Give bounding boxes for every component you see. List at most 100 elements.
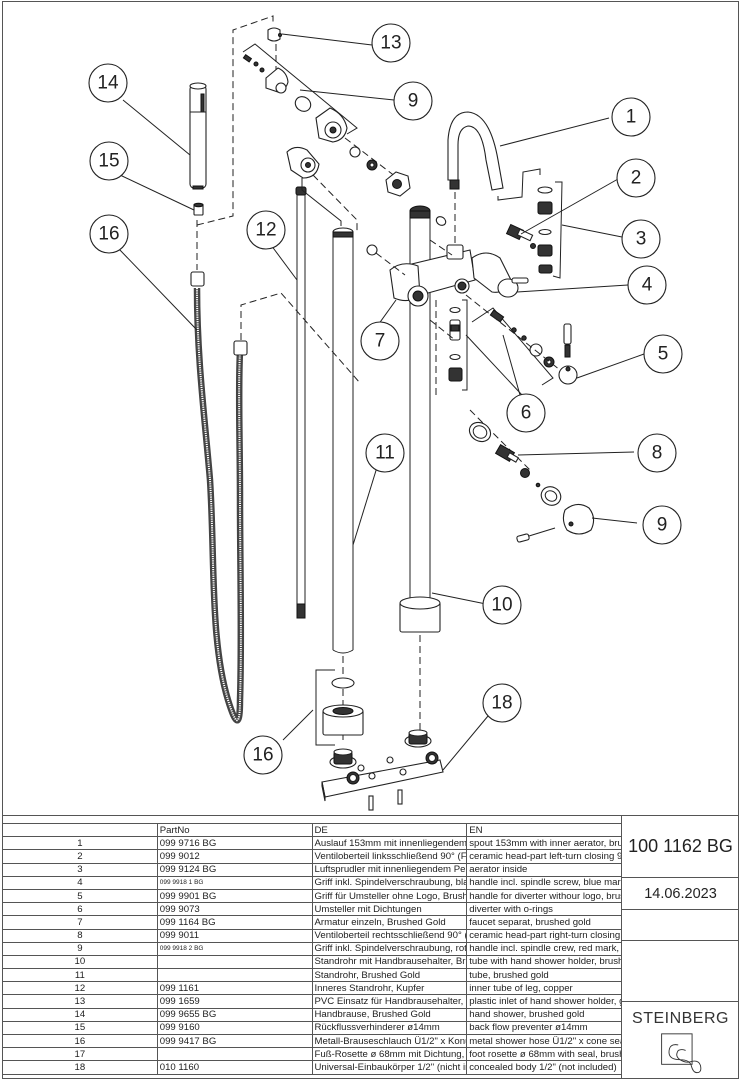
row-pos: 5 xyxy=(2,888,158,904)
row-pos: 7 xyxy=(2,915,158,930)
row-pos: 14 xyxy=(2,1007,158,1022)
svg-text:4: 4 xyxy=(642,275,653,296)
table-header-row: PartNo DE EN xyxy=(2,822,622,838)
header-pos xyxy=(2,822,158,838)
assembly-line xyxy=(429,319,456,341)
svg-text:18: 18 xyxy=(491,693,512,714)
svg-text:9: 9 xyxy=(408,91,419,112)
callout-balloon-11: 11 xyxy=(365,433,405,473)
callout-balloon-9: 9 xyxy=(642,505,682,545)
aerator-part xyxy=(537,181,563,279)
row-description-de: Universal-Einbaukörper 1/2" (nicht im Li… xyxy=(311,1060,468,1075)
row-part-no xyxy=(156,1047,313,1062)
row-pos: 15 xyxy=(2,1020,158,1036)
diverter-part xyxy=(435,299,468,395)
row-pos: 17 xyxy=(2,1047,158,1062)
assembly-line xyxy=(497,168,541,201)
header-en: EN xyxy=(466,822,622,838)
assembly-line xyxy=(240,292,361,384)
row-part-no: 099 9655 BG xyxy=(156,1007,313,1022)
row-pos: 12 xyxy=(2,981,158,996)
svg-text:3: 3 xyxy=(636,229,647,250)
row-description-de: Standrohr mit Handbrausehalter, Brushed … xyxy=(311,954,468,970)
callout-balloon-16: 16 xyxy=(89,214,129,254)
row-description-de: Umsteller mit Dichtungen xyxy=(311,902,468,917)
callout-balloon-6: 6 xyxy=(506,393,546,433)
svg-text:5: 5 xyxy=(658,344,669,365)
row-pos: 2 xyxy=(2,849,158,864)
callout-balloon-8: 8 xyxy=(637,433,677,473)
leader-lines xyxy=(117,33,645,771)
row-part-no: 099 1164 BG xyxy=(156,915,313,930)
exploded-view-drawing: 13 9 14 15 16 12 1 2 3 4 5 7 6 8 9 11 10… xyxy=(88,15,683,811)
ceramic-head-left-part xyxy=(505,223,536,249)
row-description-de: Metall-Brauseschlauch Ü1/2" x Konus 1/2"… xyxy=(311,1033,468,1049)
foot-rosette-part xyxy=(315,669,364,746)
header-part-no: PartNo xyxy=(156,822,313,838)
svg-text:6: 6 xyxy=(521,403,532,424)
svg-text:16: 16 xyxy=(98,224,119,245)
row-description-de: Standrohr, Brushed Gold xyxy=(311,968,468,983)
callout-balloon-5: 5 xyxy=(643,334,683,374)
row-pos: 1 xyxy=(2,836,158,851)
assembly-line xyxy=(375,252,406,276)
spout-part xyxy=(447,111,504,191)
callout-balloon-15: 15 xyxy=(89,141,129,181)
row-description-en: tube with hand shower holder, brushed go… xyxy=(466,954,622,970)
callout-balloon-14: 14 xyxy=(88,63,128,103)
svg-text:9: 9 xyxy=(657,515,668,536)
back-flow-preventer-part xyxy=(193,202,204,216)
row-description-de: Griff für Umsteller ohne Logo, Brushed G… xyxy=(311,888,468,904)
row-part-no: 099 9012 xyxy=(156,849,313,864)
assembly-line xyxy=(312,174,358,232)
assembly-line xyxy=(465,294,561,371)
row-pos: 10 xyxy=(2,954,158,970)
row-part-no: 099 9918 1 BG xyxy=(156,875,313,890)
callout-balloon-18: 18 xyxy=(482,683,522,723)
row-part-no: 099 9160 xyxy=(156,1020,313,1036)
table-spacer-row xyxy=(2,815,622,824)
diverter-handle-fittings-part xyxy=(471,307,555,386)
header-de: DE xyxy=(311,822,468,838)
row-description-de: Armatur einzeln, Brushed Gold xyxy=(311,915,468,930)
row-part-no: 099 9011 xyxy=(156,928,313,943)
row-description-de: Ventiloberteil rechtsschließend 90° (Flü… xyxy=(311,928,468,943)
o-ring-part xyxy=(366,244,378,256)
shower-hose-part xyxy=(190,271,248,724)
row-pos: 6 xyxy=(2,902,158,917)
row-pos: 11 xyxy=(2,968,158,983)
row-pos: 16 xyxy=(2,1033,158,1049)
holder-assembly-part xyxy=(242,43,358,143)
row-part-no: 010 1160 xyxy=(156,1060,313,1075)
assembly-line xyxy=(301,178,342,226)
tube-part xyxy=(332,227,354,654)
row-part-no: 099 9417 BG xyxy=(156,1033,313,1049)
row-description-de: Ventiloberteil linksschließend 90° (Flüh… xyxy=(311,849,468,864)
row-description-de: Fuß-Rosette ø 68mm mit Dichtung, Brushed… xyxy=(311,1047,468,1062)
hand-shower-part xyxy=(189,82,207,190)
callout-balloon-4: 4 xyxy=(627,265,667,305)
tube-cap-part xyxy=(286,146,320,179)
holder-fittings-part xyxy=(349,146,447,226)
row-description-de: Inneres Standrohr, Kupfer xyxy=(311,981,468,996)
callout-balloon-3: 3 xyxy=(621,219,661,259)
row-description-en: hand shower, brushed gold xyxy=(466,1007,622,1022)
row-description-de: Auslauf 153mm mit innenliegendem Perlato… xyxy=(311,836,468,851)
row-description-de: Rückflussverhinderer ø14mm xyxy=(311,1020,468,1036)
row-description-en: foot rosette ø 68mm with seal, brushed g… xyxy=(466,1047,622,1062)
callout-balloon-1: 1 xyxy=(611,97,651,137)
row-pos: 8 xyxy=(2,928,158,943)
row-description-en: concealed body 1/2" (not included) xyxy=(466,1060,622,1075)
